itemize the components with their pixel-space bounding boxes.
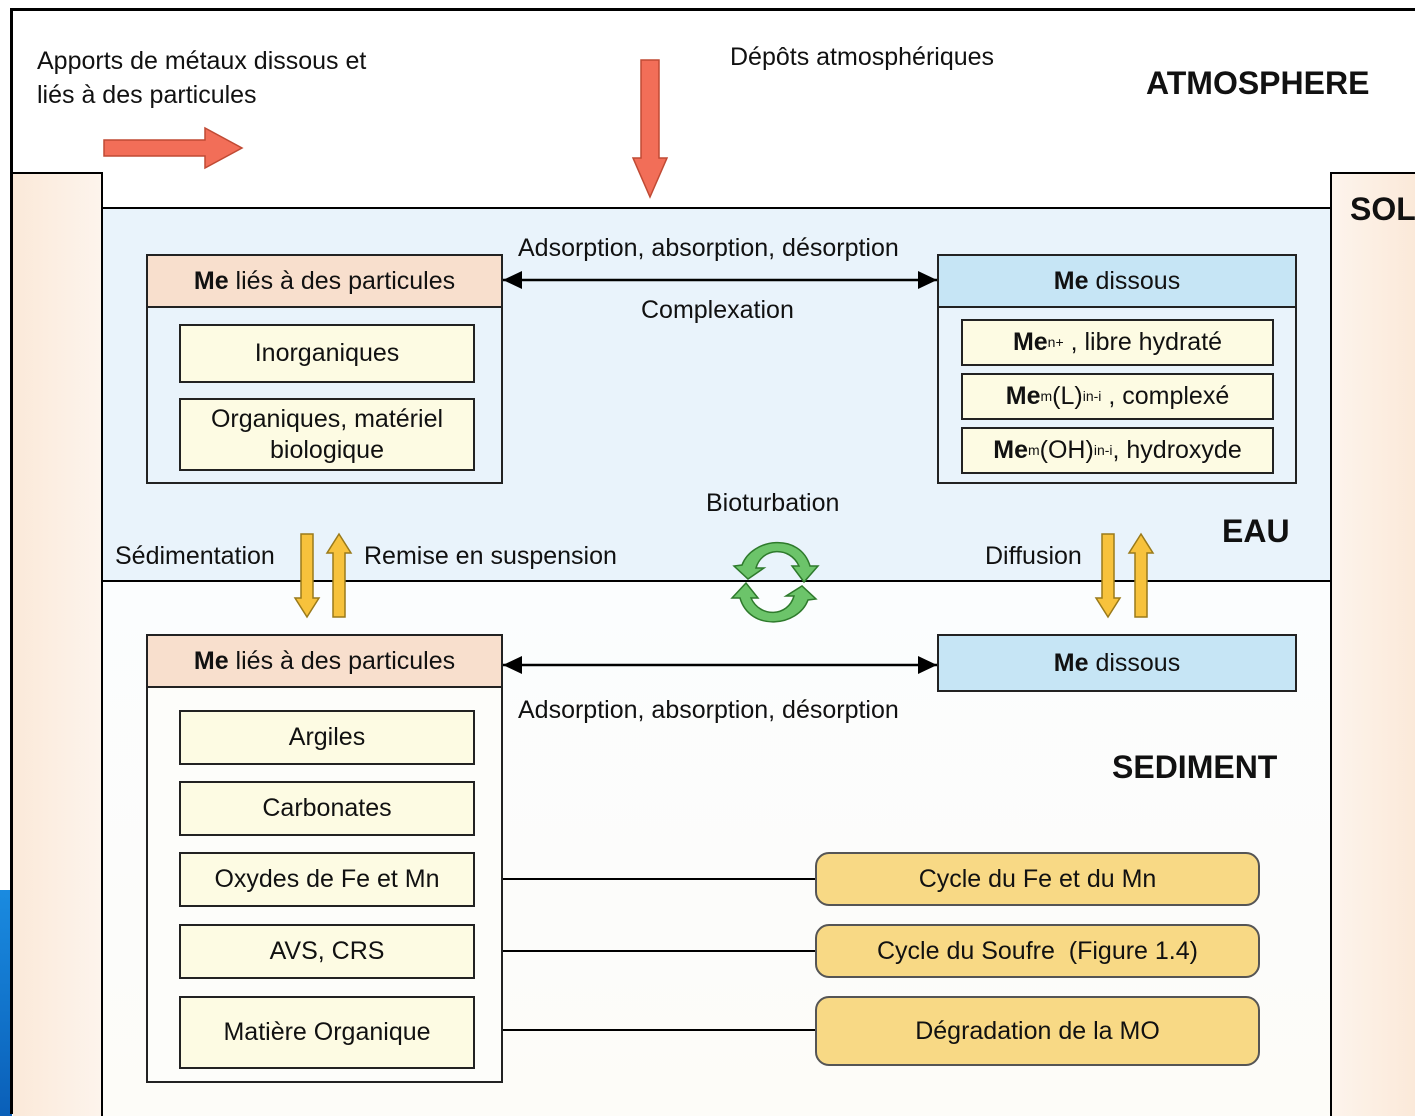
zone-label-eau: EAU <box>1222 513 1290 549</box>
species-free-sup: n+ <box>1047 334 1064 350</box>
sol-right-column <box>1330 172 1415 1116</box>
item-carbonates: Carbonates <box>179 781 475 836</box>
item-argiles: Argiles <box>179 710 475 765</box>
species-complexed-bold: Me <box>1005 382 1041 410</box>
diffusion-label: Diffusion <box>985 542 1082 570</box>
input-dissolved-line2: liés à des particules <box>37 81 257 109</box>
item-inorganiques-label: Inorganiques <box>254 339 400 367</box>
water-particles-head-rest: liés à des particules <box>228 266 456 295</box>
species-complexed-sub2: i <box>1082 388 1086 404</box>
sediment-particles-head-bold: Me <box>193 646 229 675</box>
species-hydroxide-bold: Me <box>993 436 1028 464</box>
cycle-fe-mn-label: Cycle du Fe et du Mn <box>918 864 1157 893</box>
sediment-exchange-label: Adsorption, absorption, désorption <box>518 696 899 724</box>
resuspension-label: Remise en suspension <box>364 542 617 570</box>
item-avs-crs-label: AVS, CRS <box>269 937 385 965</box>
item-organiques-line2: biologique <box>270 435 384 464</box>
water-dissolved-header: Me dissous <box>939 256 1295 308</box>
species-hydroxide-sub: m <box>1027 442 1040 458</box>
red-down-arrow <box>631 59 669 199</box>
bioturbation-cycle-bottom <box>730 581 818 623</box>
cycle-degradation-mo-label: Dégradation de la MO <box>915 1016 1160 1045</box>
species-free-rest: , libre hydraté <box>1063 328 1223 356</box>
item-oxydes: Oxydes de Fe et Mn <box>179 852 475 907</box>
cycle-soufre-label: Cycle du Soufre (Figure 1.4) <box>877 936 1198 965</box>
complexation-label: Complexation <box>641 296 794 324</box>
resuspension-arrow <box>325 532 353 618</box>
diffusion-down-arrow <box>1094 533 1122 619</box>
species-complexed-sup: n-i <box>1085 388 1102 404</box>
bioturbation-label: Bioturbation <box>706 489 840 517</box>
item-matiere-organique: Matière Organique <box>179 996 475 1069</box>
red-right-arrow <box>103 126 244 170</box>
water-particles-head-bold: Me <box>193 266 229 295</box>
input-dissolved-line1: Apports de métaux dissous et <box>37 47 367 75</box>
water-particles-header: Me liés à des particules <box>148 256 501 308</box>
sol-left-column <box>13 172 103 1116</box>
zone-label-sol: SOL <box>1350 191 1415 227</box>
species-hydroxide-mid: (OH) <box>1039 436 1094 464</box>
item-argiles-label: Argiles <box>288 723 366 751</box>
sediment-particles-head-rest: liés à des particules <box>228 646 456 675</box>
sediment-dissolved-head-rest: dissous <box>1088 648 1181 677</box>
bioturbation-cycle-top <box>732 541 820 584</box>
species-complexed-sub: m <box>1040 388 1053 404</box>
item-carbonates-label: Carbonates <box>262 794 392 822</box>
species-hydroxide-sup: n-i <box>1096 442 1113 458</box>
cycle-degradation-mo: Dégradation de la MO <box>815 996 1260 1066</box>
item-oxydes-label: Oxydes de Fe et Mn <box>214 865 440 893</box>
diffusion-up-arrow <box>1127 532 1155 618</box>
water-exchange-label: Adsorption, absorption, désorption <box>518 234 899 262</box>
water-particles-box: Me liés à des particules Inorganiques Or… <box>146 254 503 484</box>
item-inorganiques: Inorganiques <box>179 324 475 383</box>
item-organiques: Organiques, matériel biologique <box>179 398 475 471</box>
sedimentation-arrow <box>293 533 321 619</box>
water-dissolved-head-bold: Me <box>1053 266 1089 295</box>
sediment-dissolved-head-bold: Me <box>1053 648 1089 677</box>
sediment-particles-box: Me liés à des particules Argiles Carbona… <box>146 634 503 1083</box>
zone-label-sediment: SEDIMENT <box>1112 749 1278 785</box>
item-mo-label: Matière Organique <box>223 1018 431 1046</box>
zone-label-atmosphere: ATMOSPHERE <box>1146 65 1370 101</box>
left-edge-decoration <box>0 890 12 1116</box>
sediment-dissolved-box: Me dissous <box>937 634 1297 692</box>
species-hydroxide-rest: , hydroxyde <box>1112 436 1242 464</box>
cycle-fe-mn: Cycle du Fe et du Mn <box>815 852 1260 906</box>
cycle-soufre: Cycle du Soufre (Figure 1.4) <box>815 924 1260 978</box>
species-complexed-mid: (L) <box>1052 382 1083 410</box>
species-free-bold: Me <box>1012 328 1048 356</box>
item-avs-crs: AVS, CRS <box>179 924 475 979</box>
sediment-particles-header: Me liés à des particules <box>148 636 501 688</box>
species-hydroxide-sub2: i <box>1093 442 1097 458</box>
item-organiques-line1: Organiques, matériel <box>210 404 444 433</box>
input-atmospheric: Dépôts atmosphériques <box>730 43 995 71</box>
species-complexed-rest: , complexé <box>1101 382 1230 410</box>
water-dissolved-head-rest: dissous <box>1088 266 1181 295</box>
sedimentation-label: Sédimentation <box>115 542 275 570</box>
